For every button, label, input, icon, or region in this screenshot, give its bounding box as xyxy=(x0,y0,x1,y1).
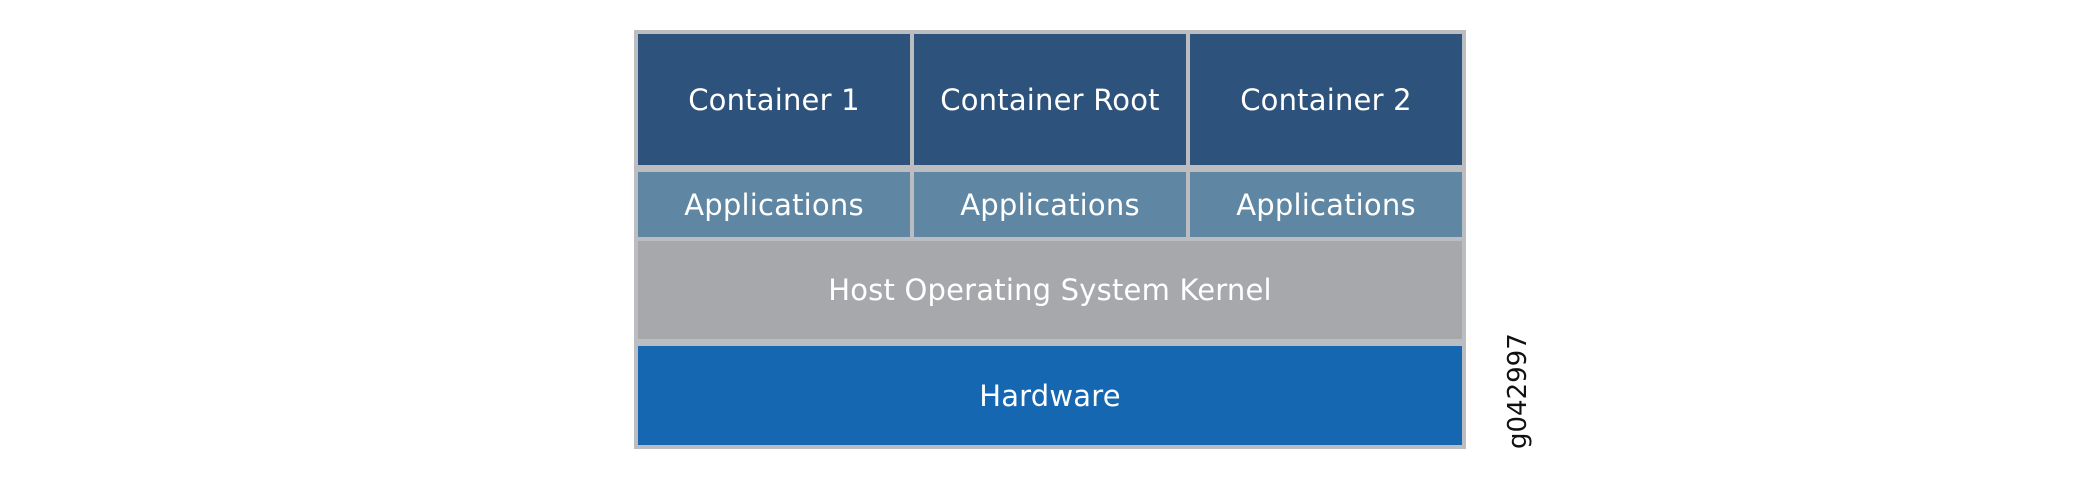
container-1-block: Container 1 xyxy=(638,34,910,165)
host-kernel-block: Host Operating System Kernel xyxy=(638,241,1462,339)
figure-id: g042997 xyxy=(1503,333,1533,449)
hardware-label: Hardware xyxy=(979,378,1121,413)
container-1-label: Container 1 xyxy=(688,82,860,117)
host-kernel-label: Host Operating System Kernel xyxy=(828,273,1272,307)
hardware-block: Hardware xyxy=(638,346,1462,445)
container-root-applications-block: Applications xyxy=(914,172,1186,237)
container-root-label: Container Root xyxy=(940,82,1160,117)
container-root-block: Container Root xyxy=(914,34,1186,165)
applications-label: Applications xyxy=(960,187,1140,222)
container-1-applications-block: Applications xyxy=(638,172,910,237)
applications-label: Applications xyxy=(684,187,864,222)
container-2-label: Container 2 xyxy=(1240,82,1412,117)
container-2-applications-block: Applications xyxy=(1190,172,1462,237)
applications-label: Applications xyxy=(1236,187,1416,222)
container-2-block: Container 2 xyxy=(1190,34,1462,165)
